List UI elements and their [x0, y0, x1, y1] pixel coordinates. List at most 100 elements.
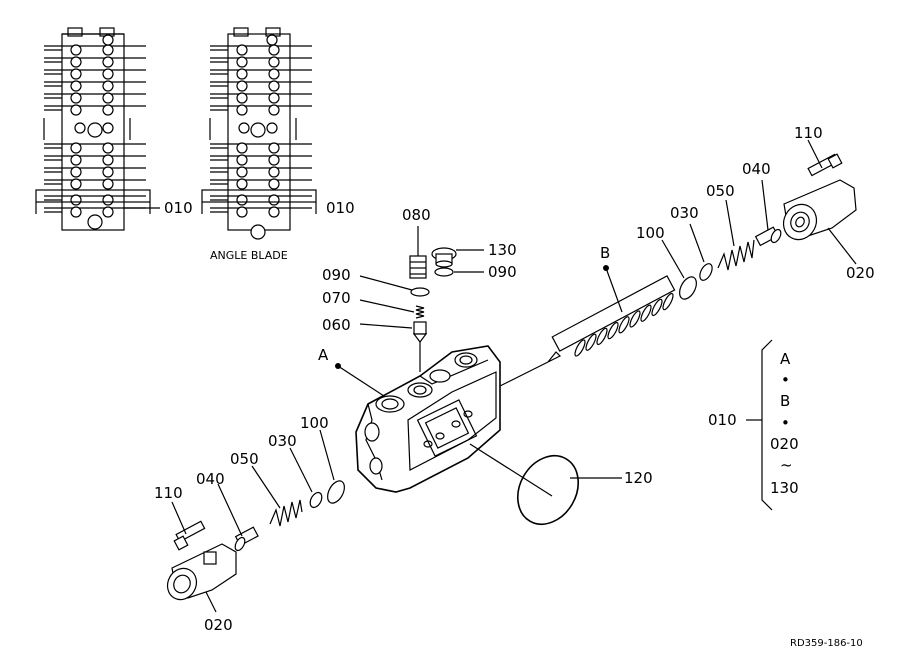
part-040-bottom-label: 040: [196, 470, 225, 488]
stack-port: [102, 166, 114, 178]
part-090-right-label: 090: [488, 263, 517, 281]
part-120-label: 120: [624, 469, 653, 487]
stack-port: [236, 92, 248, 104]
stack-port: [236, 206, 248, 218]
poppet-060[interactable]: [412, 321, 428, 343]
drawing-reference-code: RD359-186-10: [790, 638, 863, 649]
stack-port: [236, 56, 248, 68]
cap-130[interactable]: [431, 247, 457, 268]
spool-land: [629, 310, 641, 328]
stack-port: [236, 154, 248, 166]
legend-item-B: B: [780, 392, 790, 410]
valve-body[interactable]: [355, 345, 501, 493]
stack-port: [102, 44, 114, 56]
stack-port: [70, 80, 82, 92]
seat-040-top[interactable]: [754, 226, 783, 247]
legend-item-020: 020: [770, 435, 799, 453]
stack-port: [236, 142, 248, 154]
o-ring-090-left[interactable]: [410, 287, 430, 297]
stack-port: [268, 142, 280, 154]
stack-port: [70, 142, 82, 154]
stack-port: [102, 206, 114, 218]
stack-port: [236, 80, 248, 92]
bolt-110-top[interactable]: [807, 153, 843, 177]
stack-port: [268, 92, 280, 104]
spool-land: [607, 321, 619, 340]
part-050-top-label: 050: [706, 182, 735, 200]
valve-stack-left[interactable]: [35, 27, 151, 231]
o-ring-100-bottom[interactable]: [324, 478, 348, 506]
legend-item-tilde: ~: [780, 456, 793, 474]
part-060-label: 060: [322, 316, 351, 334]
bolt-110-bottom[interactable]: [173, 520, 206, 551]
stack-port: [102, 142, 114, 154]
stack-port: [102, 92, 114, 104]
stack-port: [102, 68, 114, 80]
legend-item-130: 130: [770, 479, 799, 497]
spring-050-bottom[interactable]: [269, 499, 303, 527]
washer-030-bottom[interactable]: [308, 491, 324, 510]
stack-port: [102, 80, 114, 92]
part-090-left-label: 090: [322, 266, 351, 284]
stack-port: [268, 154, 280, 166]
stack-port: [70, 194, 82, 206]
part-110-bottom-label: 110: [154, 484, 183, 502]
stack-port: [102, 154, 114, 166]
o-ring-120[interactable]: [506, 445, 590, 535]
part-020-top-label: 020: [846, 264, 875, 282]
stack-port: [236, 178, 248, 190]
spool-land: [596, 327, 608, 346]
cover-020-top[interactable]: [777, 179, 857, 245]
stack-port: [70, 166, 82, 178]
stack-port: [268, 194, 280, 206]
part-020-bottom-label: 020: [204, 616, 233, 634]
part-050-bottom-label: 050: [230, 450, 259, 468]
part-030-top-label: 030: [670, 204, 699, 222]
stack-port: [236, 68, 248, 80]
stack-port: [70, 154, 82, 166]
spring-050-top[interactable]: [717, 239, 755, 271]
stack-port: [268, 206, 280, 218]
o-ring-100-top[interactable]: [676, 274, 700, 302]
stack-port: [70, 44, 82, 56]
part-030-bottom-label: 030: [268, 432, 297, 450]
part-070-label: 070: [322, 289, 351, 307]
stack-port: [70, 104, 82, 116]
legend-item-dot-2: •: [781, 414, 790, 432]
stack-port: [70, 56, 82, 68]
plug-080[interactable]: [409, 255, 427, 279]
spool-B[interactable]: [547, 275, 676, 363]
stack-port: [236, 44, 248, 56]
washer-030-top[interactable]: [697, 262, 714, 283]
stack-port: [70, 178, 82, 190]
part-010-left-label: 010: [164, 199, 193, 217]
stack-port: [268, 56, 280, 68]
stack-port: [268, 178, 280, 190]
legend-group: 010 A • B • 020 ~ 130: [708, 339, 799, 511]
seat-040-bottom[interactable]: [233, 526, 259, 552]
spring-070[interactable]: [415, 305, 425, 319]
valve-stack-right[interactable]: [201, 27, 317, 240]
stack-port: [102, 56, 114, 68]
point-A-label: A: [318, 346, 329, 364]
stack-port: [70, 206, 82, 218]
stack-port: [70, 92, 82, 104]
o-ring-090-right[interactable]: [434, 267, 454, 277]
stack-port: [268, 80, 280, 92]
spool-land: [574, 339, 586, 357]
part-010-right-label: 010: [326, 199, 355, 217]
stack-port: [268, 68, 280, 80]
stack-port: [268, 166, 280, 178]
spool-land: [651, 298, 663, 317]
cover-020-bottom[interactable]: [162, 543, 237, 605]
angle-blade-caption: ANGLE BLADE: [210, 249, 288, 262]
part-110-top-label: 110: [794, 124, 823, 142]
part-100-bottom-label: 100: [300, 414, 329, 432]
part-040-top-label: 040: [742, 160, 771, 178]
stack-port: [268, 44, 280, 56]
part-080-label: 080: [402, 206, 431, 224]
spool-land: [662, 292, 674, 311]
point-B-label: B: [600, 244, 610, 262]
stack-port: [236, 166, 248, 178]
